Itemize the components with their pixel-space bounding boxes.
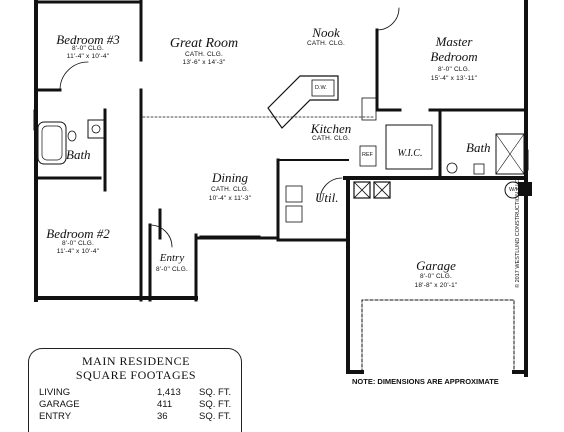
square-footage-title-2: SQUARE FOOTAGES — [75, 368, 197, 382]
room-nook-name: Nook — [312, 25, 340, 40]
garage-door — [361, 299, 515, 373]
label-water-heater: W/H — [509, 187, 520, 193]
room-bedroom2-dims: 11'-4" x 10'-4" — [56, 248, 100, 255]
range — [361, 97, 377, 121]
sink-left — [91, 124, 101, 134]
room-util-name: Util. — [315, 190, 339, 205]
room-garage-name: Garage — [416, 258, 456, 273]
row-unit: SQ. FT. — [199, 411, 232, 422]
door-swing-master — [376, 7, 400, 31]
room-entry-ceiling: 8'-0" CLG. — [156, 266, 188, 273]
room-garage-ceiling: 8'-0" CLG. — [420, 273, 452, 280]
bathtub — [37, 121, 67, 165]
copyright: © 2017 WESTLUND CONSTRUCTION, LLC — [515, 178, 521, 288]
room-bedroom2-ceiling: 8'-0" CLG. — [62, 240, 94, 247]
wd-box-1 — [353, 181, 371, 199]
room-kitchen-name: Kitchen — [310, 121, 352, 136]
row-value: 411 — [157, 399, 173, 410]
row-value: 1,413 — [157, 387, 181, 398]
room-dining-dims: 10'-4" x 11'-3" — [208, 195, 252, 202]
door-swing-util — [319, 177, 343, 201]
room-kitchen-ceiling: CATH. CLG. — [312, 135, 350, 142]
square-footage-box: MAIN RESIDENCE SQUARE FOOTAGES LIVING 1,… — [28, 348, 242, 432]
room-dining-ceiling: CATH. CLG. — [211, 186, 249, 193]
door-swing-bed3 — [59, 61, 89, 91]
room-bedroom3-dims: 11'-4" x 10'-4" — [66, 53, 110, 60]
square-footage-title-1: MAIN RESIDENCE — [82, 354, 190, 368]
toilet-left — [67, 130, 77, 142]
row-label: ENTRY — [39, 411, 72, 422]
room-entry-name: Entry — [159, 252, 185, 264]
fridge — [359, 145, 377, 167]
kitchen-island — [267, 75, 339, 129]
door-swing-entry — [149, 224, 173, 248]
room-master-ceiling: 8'-0" CLG. — [438, 66, 470, 73]
room-bedroom3-ceiling: 8'-0" CLG. — [72, 45, 104, 52]
washer — [285, 185, 303, 203]
dishwasher — [311, 79, 335, 97]
room-bath2-name: Bath — [466, 140, 491, 155]
row-unit: SQ. FT. — [199, 399, 232, 410]
room-garage-dims: 18'-8" x 20'-1" — [414, 282, 458, 289]
dimensions-note: NOTE: DIMENSIONS ARE APPROXIMATE — [352, 377, 499, 386]
room-nook-ceiling: CATH. CLG. — [307, 40, 345, 47]
wd-box-2 — [373, 181, 391, 199]
shower — [495, 133, 525, 175]
room-bedroom3-name: Bedroom #3 — [56, 32, 120, 47]
room-bedroom2-name: Bedroom #2 — [46, 226, 110, 241]
bathtub-inner — [41, 125, 63, 161]
room-great-room-dims: 13'-6" x 14'-3" — [182, 59, 226, 66]
room-master-name-2: Bedroom — [430, 49, 478, 64]
room-dining-name: Dining — [211, 170, 249, 185]
hvac-box — [518, 182, 532, 196]
room-master-dims: 15'-4" x 13'-11" — [430, 75, 478, 82]
room-master-name-1: Master — [435, 34, 473, 49]
toilet-master — [473, 163, 485, 175]
row-label: GARAGE — [39, 399, 80, 410]
row-value: 36 — [157, 411, 168, 422]
room-wic-name: W.I.C. — [397, 148, 423, 159]
room-bath1-name: Bath — [66, 147, 91, 162]
row-unit: SQ. FT. — [199, 387, 232, 398]
row-label: LIVING — [39, 387, 71, 398]
vanity-left — [87, 119, 105, 139]
label-dishwasher: D.W. — [315, 85, 327, 91]
room-great-room-name: Great Room — [169, 36, 239, 51]
wic-closet — [385, 124, 433, 170]
room-great-room-ceiling: CATH. CLG. — [185, 51, 223, 58]
sink-master — [446, 162, 458, 174]
dryer — [285, 205, 303, 223]
label-fridge: REF — [362, 152, 373, 158]
